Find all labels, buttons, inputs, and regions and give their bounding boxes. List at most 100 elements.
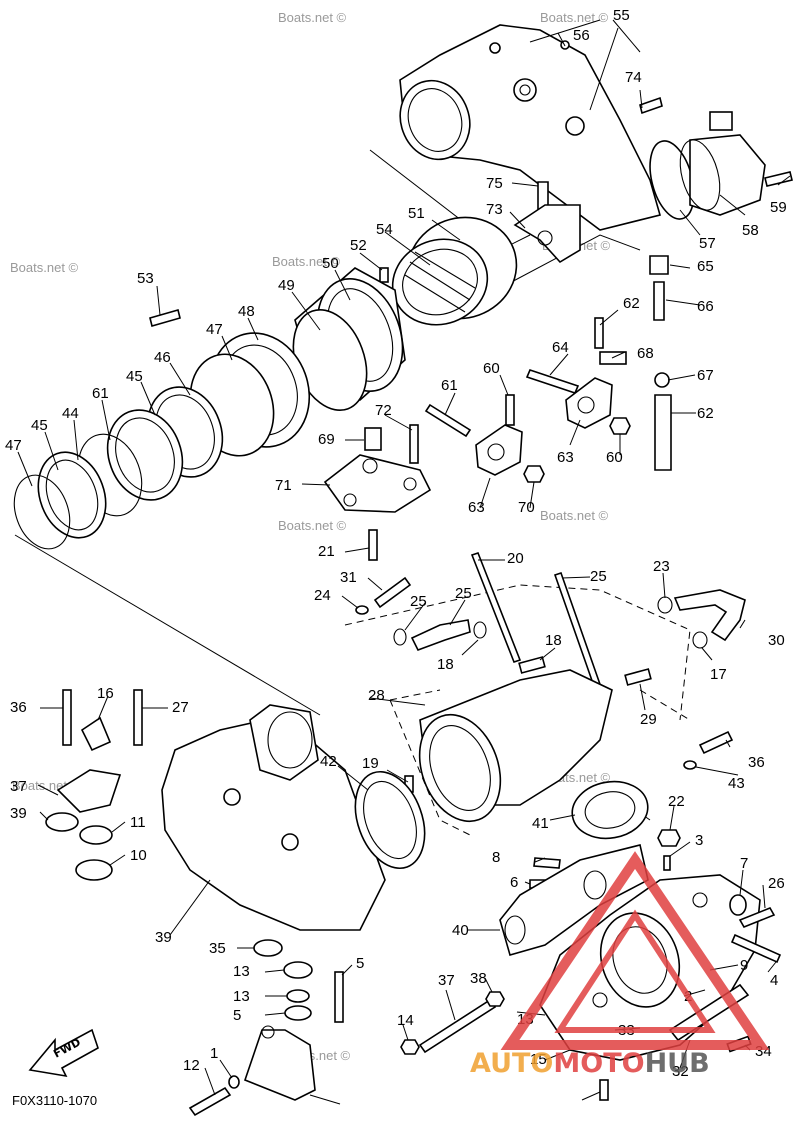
callout-33: 12 [183,1057,200,1074]
bracket-42 [56,769,122,813]
callout-25: 17 [710,666,727,683]
callout-5: 14 [397,1012,414,1029]
callout-40: 35 [209,940,226,957]
rod-4 [418,998,497,1054]
callout-24: 25 [455,585,472,602]
watermark-text: Boats.net © [272,254,341,269]
callout-55: 55 [613,7,630,24]
callout-53: 53 [137,270,154,287]
callout-49: 48 [238,303,255,320]
callout-62: 64 [552,339,569,356]
bolt-59 [764,171,793,187]
callout-70: 72 [375,402,392,419]
brand-part-1: AUTO [470,1048,553,1079]
callout-5: 38 [470,970,487,987]
brand-text: AUTOMOTOHUB [470,1048,710,1079]
callout-25: 23 [653,558,670,575]
callout-7: 26 [768,875,785,892]
callout-10: 8 [492,849,500,866]
mount-60-lower [475,424,523,476]
water-box-26 [161,704,386,931]
callout-26: 39 [155,929,172,946]
callout-6: 40 [452,922,469,939]
clamp-25-c [657,596,673,614]
fwd-arrow-icon: FWD [28,1028,99,1078]
callout-64: 68 [637,345,654,362]
callout-61: 60 [483,360,500,377]
grommet-40 [253,939,283,957]
plate-43 [80,716,112,752]
callout-72: 69 [318,431,335,448]
bolt-28 [698,730,734,755]
callout-71: 21 [318,543,335,560]
grommet-37-lower [284,1005,312,1021]
resonator-chamber-55 [399,24,661,231]
hose-46 [106,409,184,501]
callout-29: 43 [728,775,745,792]
watermark-text: Boats.net © [278,10,347,25]
bolt-9 [730,933,782,964]
gasket-19 [571,780,649,840]
nut-5-left [400,1039,420,1055]
brand-part-3: HUB [645,1048,710,1079]
grommet-39-left [75,859,113,881]
clamp-25-b [473,621,487,639]
callout-22: 3 [695,832,703,849]
callout-4: 37 [438,972,455,989]
bolt-70 [409,424,419,464]
nut-63-upper [609,417,631,435]
callout-60: 63 [468,499,485,516]
mount-60-upper [565,377,613,429]
washer-29 [683,760,697,770]
grommet-39-lower [283,961,313,979]
callout-57: 57 [699,235,716,252]
pin-18-upper [518,656,546,674]
washer-31 [355,605,369,615]
bolt-15 [599,1079,609,1101]
callout-54: 54 [376,221,393,238]
washer-34 [228,1075,240,1089]
callout-12: 32 [672,1063,689,1080]
callout-63: 60 [606,449,623,466]
cap-65 [649,255,669,275]
bolt-30 [373,576,412,609]
callout-58: 58 [742,222,759,239]
callout-11: 22 [668,793,685,810]
bolt-53 [149,309,181,327]
grommet-41 [45,812,79,832]
callout-42: 37 [10,778,27,795]
callout-65: 65 [697,258,714,275]
callout-62: 61 [441,377,458,394]
grommet-37-left [79,825,113,845]
callout-31: 24 [314,587,331,604]
callout-9: 4 [770,972,778,989]
callout-52: 52 [350,237,367,254]
bolt-74 [639,96,663,115]
bolt-36-left [62,689,72,746]
callout-39: 13 [233,963,250,980]
callout-75: 75 [486,175,503,192]
callout-61: 62 [623,295,640,312]
callout-20: 25 [590,568,607,585]
callout-73: 73 [486,201,503,218]
stud-62-lower [424,403,472,438]
callout-19: 41 [532,815,549,832]
hose-24 [410,619,471,651]
bolt-21 [470,552,522,663]
callout-41: 39 [10,805,27,822]
callout-66: 66 [697,298,714,315]
pin-18-lower [624,668,652,686]
callout-18: 29 [640,711,657,728]
callout-13: 9 [740,957,748,974]
callout-51: 50 [322,255,339,272]
callout-25: 18 [437,656,454,673]
callout-16: 19 [362,755,379,772]
callout-50: 49 [278,277,295,294]
stud-10 [533,857,561,869]
callout-37: 5 [233,1007,241,1024]
callout-38: 13 [233,988,250,1005]
callout-27: 42 [320,753,337,770]
brand-logo: AUTOMOTOHUB [470,851,770,1079]
callout-labels: 55 56 74 59 58 57 75 73 51 54 52 65 66 5… [5,7,787,1080]
